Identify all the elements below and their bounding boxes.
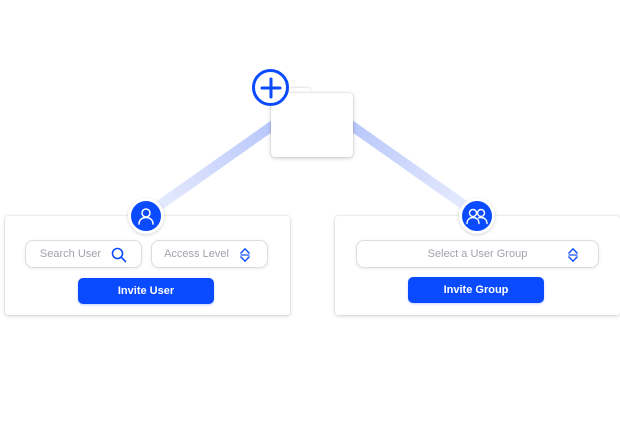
connector-left: [145, 121, 277, 217]
access-level-placeholder: Access Level: [164, 248, 229, 260]
user-group-select[interactable]: Select a User Group: [356, 240, 599, 268]
folder-tab: [289, 88, 311, 96]
users-icon: [466, 208, 488, 225]
plus-circle-icon: [260, 77, 281, 98]
search-icon[interactable]: [111, 247, 127, 263]
sort-arrows-icon: [239, 248, 251, 262]
invite-group-button[interactable]: Invite Group: [408, 277, 544, 303]
access-level-select[interactable]: Access Level: [151, 240, 268, 268]
folder-icon: [271, 93, 353, 157]
sort-arrows-icon: [567, 248, 579, 262]
connector-right: [347, 121, 479, 217]
search-user-placeholder: Search User: [39, 248, 102, 260]
user-avatar: [128, 198, 164, 234]
group-avatar: [459, 198, 495, 234]
user-group-placeholder: Select a User Group: [427, 248, 528, 260]
search-user-input[interactable]: Search User: [25, 240, 142, 268]
invite-user-button[interactable]: Invite User: [78, 278, 214, 304]
user-icon: [138, 208, 154, 225]
add-button[interactable]: [252, 69, 289, 106]
